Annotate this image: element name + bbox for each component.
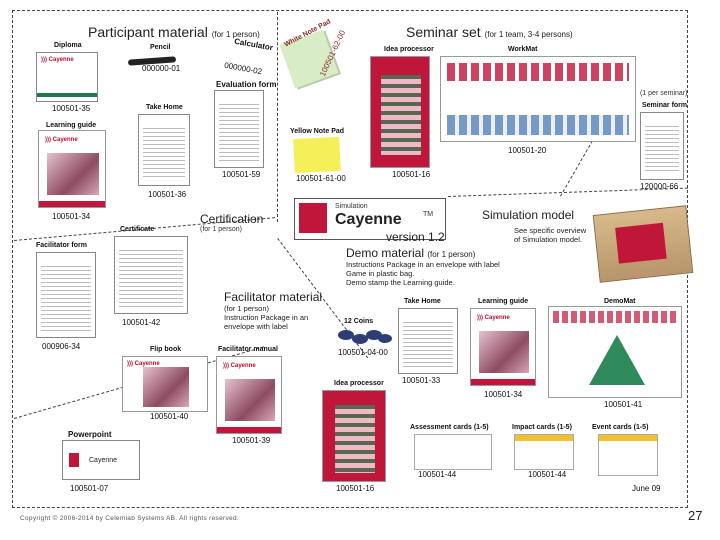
yellow-notepad-image [293, 136, 341, 174]
demo-learning-label: Learning guide [478, 298, 529, 305]
certification-sub: (for 1 person) [200, 226, 243, 233]
powerpoint-label: Powerpoint [68, 430, 112, 439]
certificate-label: Certificate [120, 226, 155, 233]
assessment-code: 100501-44 [418, 470, 457, 479]
learning-guide-image: ))) Cayenne [38, 130, 106, 208]
demomat-code: 100501-41 [604, 400, 643, 409]
diploma-code: 100501-35 [52, 104, 91, 113]
diploma-image: ))) Cayenne [36, 52, 98, 102]
copyright: Copyright © 2006-2014 by Celemiab System… [20, 515, 239, 522]
yellow-notepad-label: Yellow Note Pad [290, 128, 345, 135]
facilitator-manual-image: ))) Cayenne [216, 356, 282, 434]
flipbook-label: Flip book [150, 346, 182, 353]
workmat-image [440, 56, 636, 142]
participant-title: Participant material (for 1 person) [88, 24, 260, 40]
pencil-label: Pencil [150, 44, 171, 51]
flipbook-image: ))) Cayenne [122, 356, 208, 412]
event-label: Event cards (1-5) [592, 424, 649, 431]
demo-title: Demo material (for 1 person) [346, 246, 476, 260]
ppt-brand: Cayenne [89, 457, 118, 464]
learning-label: Learning guide [46, 122, 97, 129]
cayenne-brand-box: Simulation Cayenne TM [294, 198, 446, 240]
version-label: version 1.2 [386, 230, 445, 244]
seminar-title: Seminar set (for 1 team, 3-4 persons) [406, 24, 573, 40]
coins-image [338, 328, 394, 344]
event-cards-image [598, 434, 658, 476]
workmat-code: 100501-20 [508, 146, 547, 155]
cayenne-mark-icon [299, 203, 327, 233]
workmat-label: WorkMat [508, 46, 538, 53]
idea-label: Idea processor [384, 46, 434, 53]
diploma-label: Diploma [54, 42, 82, 49]
takehome-image [138, 114, 190, 186]
pencil-code: 000000-01 [142, 64, 181, 73]
demo-idea-code: 100501-16 [336, 484, 375, 493]
demo-takehome-code: 100501-33 [402, 376, 441, 385]
demo-learning-code: 100501-34 [484, 390, 523, 399]
demo-takehome-image [398, 308, 458, 374]
certification-title: Certification [200, 212, 264, 226]
facilitator-title: Facilitator material [224, 290, 323, 304]
facilitator-manual-label: Facilitator manual [218, 346, 278, 353]
facilitator-form-image [36, 252, 96, 338]
event-code: June 09 [632, 484, 661, 493]
brand-name: Cayenne [335, 211, 402, 228]
seminar-form-code: 120000-66 [640, 182, 679, 191]
page-number: 27 [688, 508, 703, 523]
certificate-code: 100501-42 [122, 318, 161, 327]
seminar-form-label: Seminar form [642, 102, 688, 109]
evaluation-label: Evaluation form [216, 80, 277, 89]
evaluation-code: 100501-59 [222, 170, 261, 179]
brand-tm: TM [423, 211, 434, 218]
coins-code: 100501-04-00 [338, 348, 388, 357]
powerpoint-code: 100501-07 [70, 484, 109, 493]
evaluation-image [214, 90, 264, 168]
powerpoint-image: Cayenne [62, 440, 140, 480]
takehome-label: Take Home [146, 104, 183, 111]
flipbook-code: 100501-40 [150, 412, 189, 421]
demomat-image [548, 306, 682, 398]
cayenne-mark-icon [69, 453, 79, 467]
impact-cards-image [514, 434, 574, 470]
brand-small: Simulation [335, 203, 368, 210]
impact-label: Impact cards (1-5) [512, 424, 572, 431]
learning-code: 100501-34 [52, 212, 91, 221]
facilitator-form-label: Facilitator form [36, 242, 87, 249]
certificate-image [114, 236, 188, 314]
yellow-notepad-code: 100501-61-00 [296, 174, 346, 183]
demo-takehome-label: Take Home [404, 298, 441, 305]
facilitator-form-code: 000906-34 [42, 342, 81, 351]
divider-vertical-top [277, 12, 278, 222]
demo-idea-label: Idea processor [334, 380, 384, 387]
idea-processor-image [370, 56, 430, 168]
per-seminar-note: (1 per seminar) [640, 90, 688, 97]
assessment-label: Assessment cards (1-5) [410, 424, 489, 431]
seminar-form-image [640, 112, 684, 180]
idea-code: 100501-16 [392, 170, 431, 179]
simulation-box-image [592, 205, 694, 283]
facilitator-manual-code: 100501-39 [232, 436, 271, 445]
cayenne-logo: ))) Cayenne [45, 137, 78, 143]
demo-learning-image: ))) Cayenne [470, 308, 536, 386]
demo-notes: Instructions Package in an envelope with… [346, 260, 500, 287]
demo-idea-image [322, 390, 386, 482]
assessment-cards-image [414, 434, 492, 470]
coins-label: 12 Coins [344, 318, 374, 325]
impact-code: 100501-44 [528, 470, 567, 479]
demomat-label: DemoMat [604, 298, 636, 305]
takehome-code: 100501-36 [148, 190, 187, 199]
simulation-title: Simulation model [482, 208, 575, 222]
cayenne-logo: ))) Cayenne [41, 57, 74, 63]
